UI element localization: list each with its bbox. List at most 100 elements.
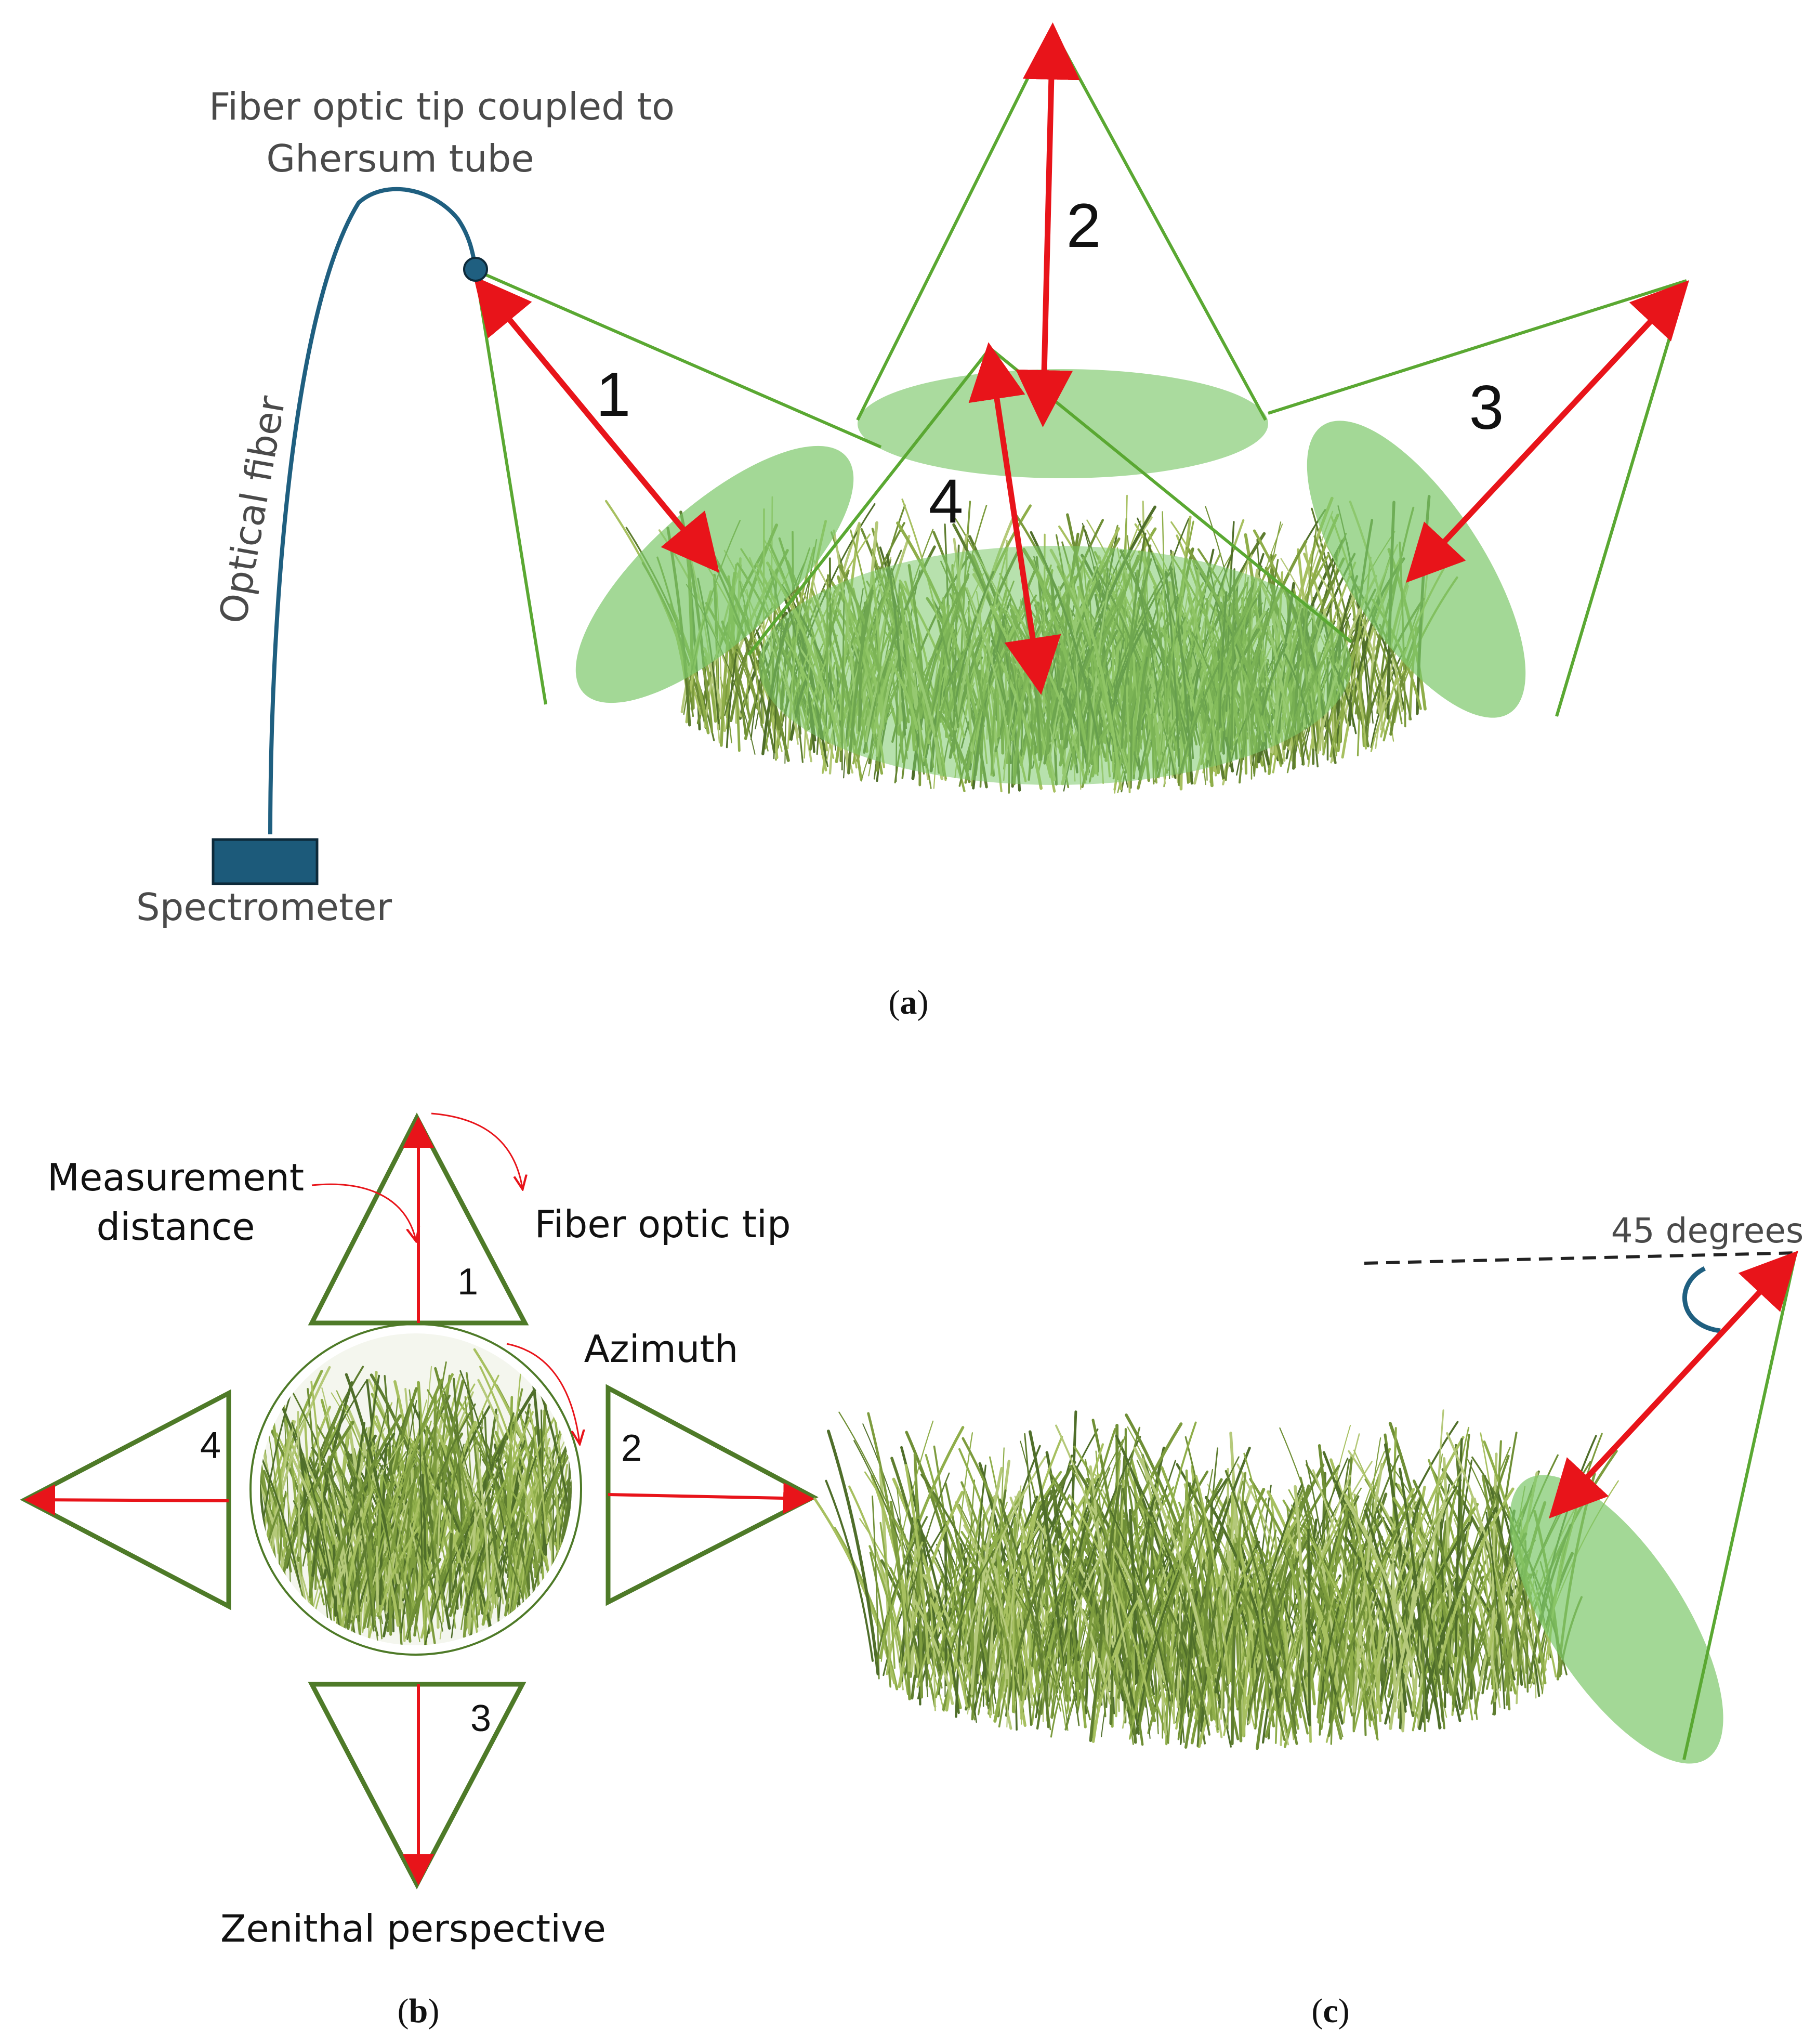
grass-blade xyxy=(475,1444,491,1601)
measurement-pointer-arrow xyxy=(311,1183,416,1240)
grass-blade xyxy=(879,1426,965,1659)
grass-blade xyxy=(1135,1553,1187,1735)
fiber-optic-tip-icon xyxy=(463,257,488,282)
grass-blade xyxy=(904,1464,930,1665)
grass-blade xyxy=(879,1522,896,1669)
grass-blade xyxy=(1352,1534,1395,1729)
measurement-arrows xyxy=(473,22,1690,695)
grass-blade xyxy=(938,1576,971,1665)
grass-blade xyxy=(345,1373,392,1561)
grass-blade xyxy=(702,667,714,733)
grass-blade xyxy=(726,649,738,749)
grass-blade xyxy=(970,1466,1003,1695)
grass-blade xyxy=(899,1472,950,1663)
spectrometer-label: Spectrometer xyxy=(136,885,392,929)
grass-blade xyxy=(899,1533,916,1675)
grass-blade xyxy=(848,1485,905,1661)
grass-blade xyxy=(1068,1598,1079,1682)
grass-blade xyxy=(1438,1487,1515,1669)
grass-blade xyxy=(1214,1587,1226,1692)
grass-blade xyxy=(1101,1592,1133,1737)
grass-blade xyxy=(421,1473,427,1561)
grass-blade xyxy=(1373,1436,1465,1675)
grass-blade xyxy=(1182,1469,1214,1715)
grass-blade xyxy=(963,1524,1016,1667)
grass-blade xyxy=(418,1411,423,1591)
grass-blade xyxy=(999,1498,1049,1706)
grass-blade xyxy=(913,1453,924,1699)
grass-blade xyxy=(1230,1626,1236,1746)
grass-blade xyxy=(964,1484,985,1657)
grass-blade xyxy=(1193,1504,1286,1741)
grass-blade xyxy=(1485,1512,1506,1710)
azimuth-label: Azimuth xyxy=(584,1327,739,1371)
grass-blade xyxy=(1283,1620,1292,1704)
grass-blade xyxy=(381,1475,416,1611)
angle-label: 45 degrees xyxy=(1611,1211,1804,1251)
grass-blade xyxy=(528,1363,572,1555)
grass-blade xyxy=(1320,1557,1340,1693)
grass-blade xyxy=(896,1487,911,1665)
grass-blade xyxy=(1111,1539,1174,1694)
arrow-2 xyxy=(1016,22,1080,427)
grass-blade xyxy=(1404,1588,1415,1715)
zenithal-view-circle xyxy=(249,1323,582,1656)
grass-blade xyxy=(560,1377,572,1555)
grass-blade xyxy=(1189,1484,1247,1657)
grass-blade xyxy=(358,1478,376,1626)
grass-blade xyxy=(479,1366,539,1552)
grass-blade xyxy=(1071,1574,1120,1690)
footprint-2 xyxy=(858,369,1268,478)
grass-blade xyxy=(1469,1617,1476,1700)
grass-blade xyxy=(532,1424,572,1596)
grass-blade xyxy=(1203,1564,1219,1662)
grass-blade xyxy=(1419,1587,1426,1732)
grass-blade xyxy=(1417,1552,1425,1660)
grass-blade xyxy=(1313,535,1360,720)
grass-blade xyxy=(1239,1464,1340,1695)
grass-blade xyxy=(466,1533,496,1613)
grass-blade xyxy=(1452,1455,1510,1705)
caption-b: (b) xyxy=(398,1992,440,2030)
grass-blade xyxy=(529,1403,572,1545)
grass-blade xyxy=(484,1416,491,1580)
grass-blade xyxy=(969,1567,975,1666)
grass-blade xyxy=(1220,1510,1236,1720)
grass-blade xyxy=(1370,670,1405,752)
grass-blade xyxy=(962,1437,1043,1665)
grass-clump-b xyxy=(260,1333,572,1645)
fiber-tip-label-line2: Ghersum tube xyxy=(266,137,534,180)
grass-blade xyxy=(1006,1485,1022,1728)
grass-blade xyxy=(1001,1436,1063,1658)
fiber-tip-pointer-arrow xyxy=(431,1112,522,1188)
spectrometer-icon xyxy=(212,838,319,885)
grass-blade xyxy=(1312,1469,1370,1687)
grass-blade xyxy=(1318,1576,1339,1692)
grass-blade xyxy=(1392,1497,1462,1661)
grass-blade xyxy=(1055,1424,1128,1658)
grass-blade xyxy=(1380,653,1396,730)
grass-blade xyxy=(1081,1596,1097,1694)
grass-blade xyxy=(315,1536,340,1629)
grass-blade xyxy=(394,1399,428,1574)
grass-blade xyxy=(376,1374,454,1568)
grass-blade xyxy=(1109,1509,1171,1702)
grass-blade xyxy=(1307,1528,1311,1727)
grass-blade xyxy=(408,1440,451,1562)
grass-blade xyxy=(1169,1528,1189,1668)
grass-blade xyxy=(426,1425,470,1574)
grass-blade xyxy=(944,1531,948,1686)
grass-blade xyxy=(427,1389,485,1546)
grass-blade xyxy=(288,1384,360,1581)
grass-blade xyxy=(1386,1493,1417,1669)
grass-blade xyxy=(1467,1459,1544,1694)
triangle-2-number: 2 xyxy=(621,1427,642,1469)
grass-blade xyxy=(1130,1469,1203,1683)
grass-blade xyxy=(1224,1470,1281,1695)
grass-blade xyxy=(916,1557,974,1688)
grass-blade xyxy=(833,1527,899,1691)
grass-blade xyxy=(508,1485,535,1615)
grass-blade xyxy=(1389,1501,1447,1730)
position-3-label: 3 xyxy=(1469,373,1504,442)
